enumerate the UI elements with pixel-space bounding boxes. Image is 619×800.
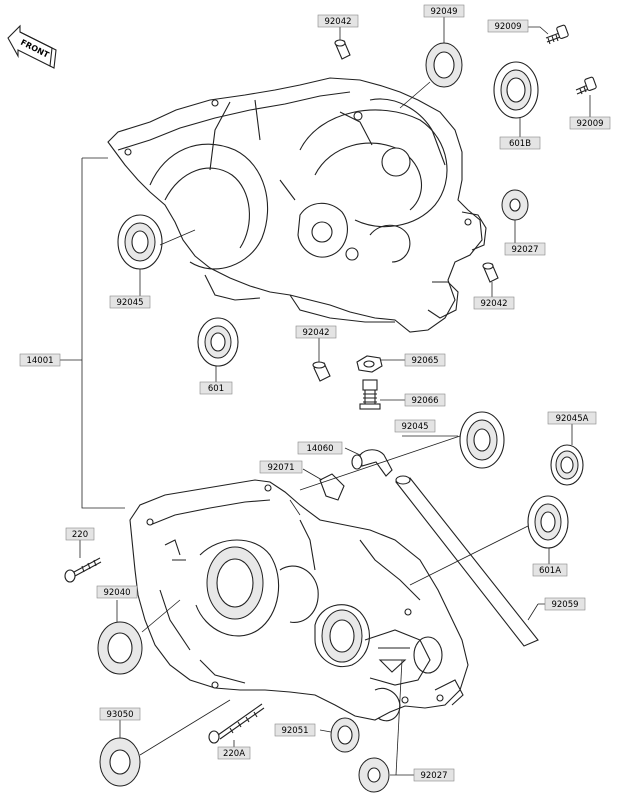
svg-text:92049: 92049 (430, 7, 457, 17)
svg-text:92040: 92040 (103, 588, 130, 598)
seal-92051 (330, 717, 360, 753)
callout-92042-top: 92042 (317, 14, 359, 28)
svg-text:14001: 14001 (26, 356, 53, 366)
callout-93050: 93050 (99, 707, 141, 721)
bearing-601b (493, 61, 539, 119)
svg-text:92045A: 92045A (556, 414, 589, 424)
oil-seal-92040 (97, 621, 143, 675)
svg-text:92042: 92042 (302, 328, 329, 338)
callout-92045a: 92045A (547, 411, 597, 425)
bearing-601a (527, 495, 569, 549)
washer-92027-bottom (358, 757, 390, 793)
callout-92045-left: 92045 (109, 295, 151, 309)
svg-text:92066: 92066 (411, 396, 438, 406)
callout-92071: 92071 (259, 460, 303, 474)
bolt-92009-b (575, 76, 597, 95)
fitting-14060 (351, 449, 393, 477)
front-arrow-icon: FRONT (7, 24, 57, 69)
callout-92059: 92059 (544, 597, 586, 611)
svg-text:92027: 92027 (511, 245, 538, 255)
bearing-92045-left (117, 214, 163, 270)
callout-92065: 92065 (404, 353, 446, 367)
svg-text:601B: 601B (509, 139, 531, 149)
svg-text:92045: 92045 (116, 298, 143, 308)
bolt-220a (208, 703, 265, 744)
callout-labels: 92042 92049 92009 92009 601B 92027 92042 (19, 4, 611, 782)
svg-text:601: 601 (208, 384, 224, 394)
nut-92065 (356, 355, 383, 373)
bearing-92045a (550, 444, 584, 486)
callout-92040: 92040 (96, 585, 138, 599)
callout-92042-right: 92042 (473, 296, 515, 310)
bearing-601 (197, 317, 239, 367)
oil-seal-92049 (425, 42, 463, 88)
svg-text:92027: 92027 (420, 771, 447, 781)
svg-text:92009: 92009 (494, 22, 521, 32)
callout-92009-b: 92009 (569, 116, 611, 130)
callout-601: 601 (199, 381, 233, 395)
svg-text:220A: 220A (223, 749, 245, 759)
lower-crankcase-half (129, 479, 469, 722)
bolt-220 (64, 557, 102, 583)
svg-text:92059: 92059 (551, 600, 578, 610)
dowel-pin-92042-middle (312, 361, 331, 382)
dowel-pin-92042-top (334, 39, 351, 60)
bearing-92045-right (459, 411, 505, 469)
dowel-pin-92042-right (482, 262, 499, 283)
svg-text:92009: 92009 (576, 119, 603, 129)
bolt-92009-a (545, 24, 569, 45)
svg-text:92051: 92051 (281, 726, 308, 736)
svg-text:92042: 92042 (480, 299, 507, 309)
callout-92009-a: 92009 (487, 19, 529, 33)
svg-text:220: 220 (72, 530, 88, 540)
svg-text:92071: 92071 (267, 463, 294, 473)
callout-92049: 92049 (423, 4, 465, 18)
oil-seal-93050 (99, 737, 141, 787)
leader-lines (60, 17, 591, 776)
svg-text:601A: 601A (539, 566, 561, 576)
pipe-92059 (395, 475, 539, 647)
svg-text:92042: 92042 (324, 17, 351, 27)
callout-601a: 601A (532, 563, 568, 577)
callout-92027-bottom: 92027 (413, 768, 455, 782)
callout-92042-middle: 92042 (295, 325, 337, 339)
svg-text:92065: 92065 (411, 356, 438, 366)
callout-92066: 92066 (404, 393, 446, 407)
callout-220a: 220A (217, 746, 251, 760)
svg-text:14060: 14060 (306, 444, 333, 454)
clamp-92071 (319, 473, 345, 501)
svg-text:93050: 93050 (106, 710, 133, 720)
callout-92051: 92051 (274, 723, 316, 737)
callout-220: 220 (65, 527, 95, 541)
callout-601b: 601B (499, 136, 541, 150)
svg-text:92045: 92045 (401, 422, 428, 432)
callout-92027-top: 92027 (504, 242, 546, 256)
upper-crankcase-half (107, 77, 487, 333)
callout-14060: 14060 (297, 441, 343, 455)
plug-92066 (359, 379, 381, 410)
washer-92027-top (501, 189, 529, 221)
callout-14001: 14001 (19, 353, 61, 367)
callout-92045-right: 92045 (394, 419, 436, 433)
